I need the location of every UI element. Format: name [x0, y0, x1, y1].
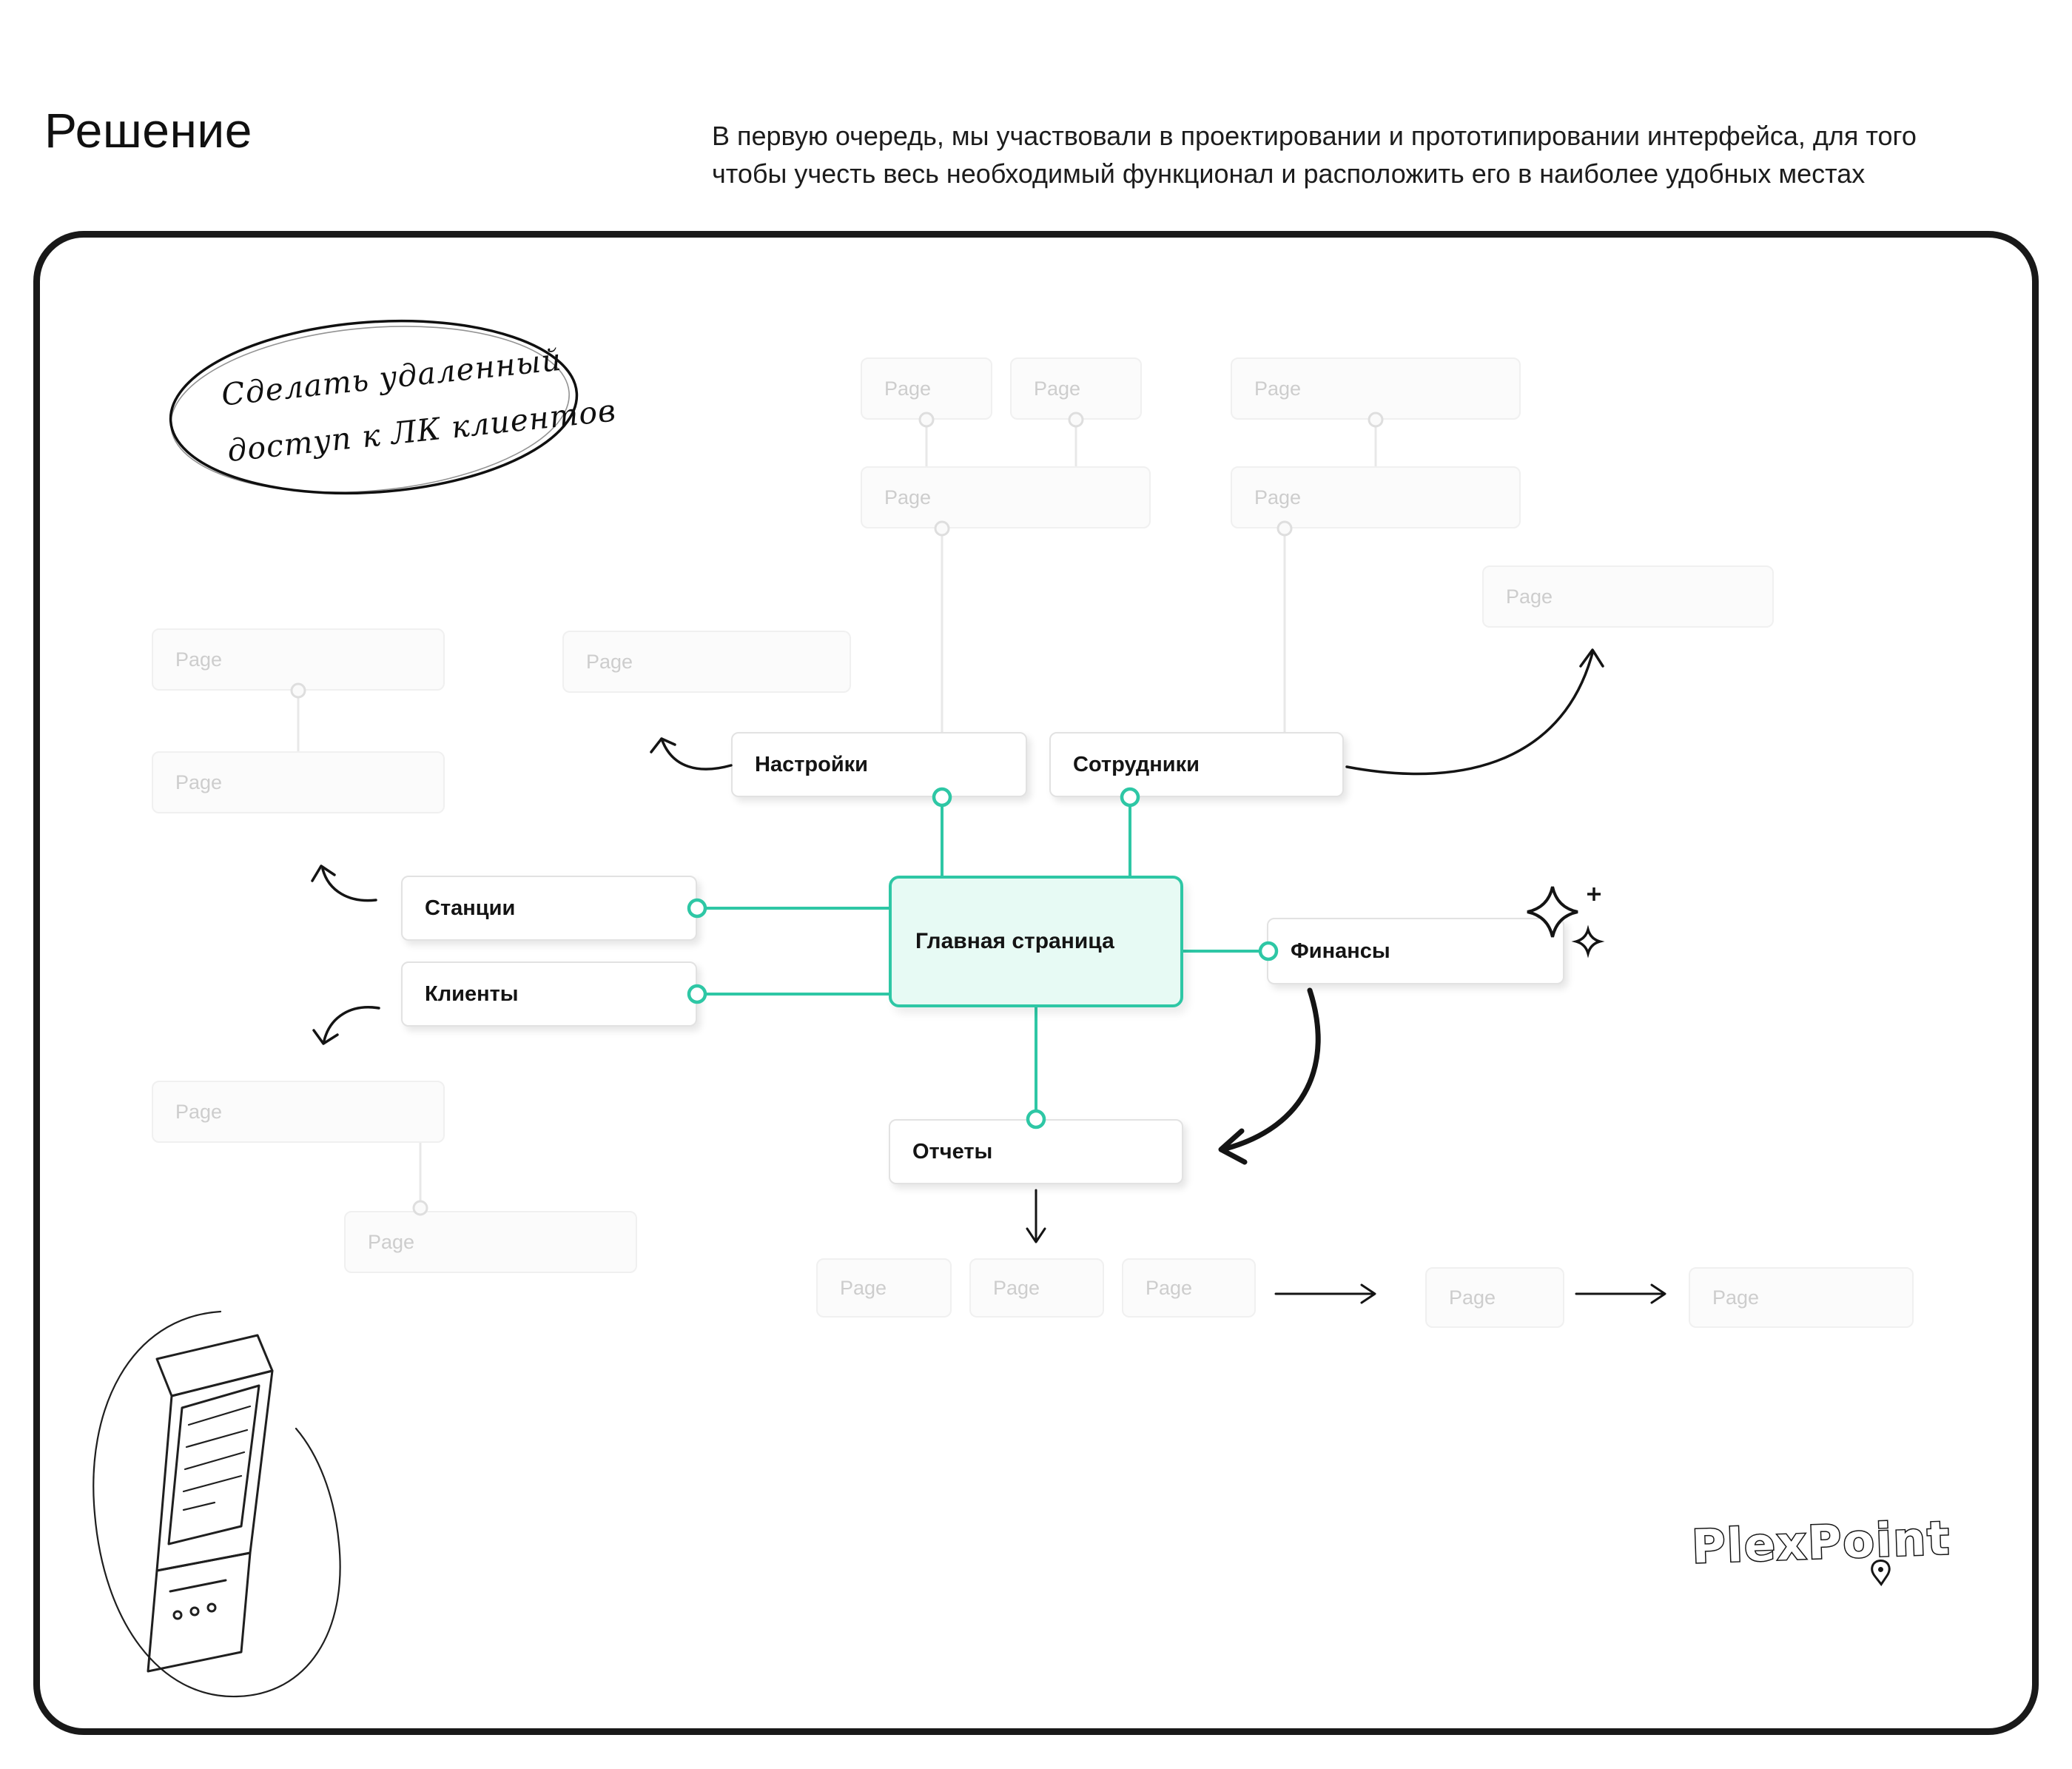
ghost-page-label: Page — [175, 771, 223, 793]
ghost-page-label: Page — [175, 1100, 223, 1123]
node-employees-label: Сотрудники — [1073, 752, 1200, 776]
node-main-page: Главная страница — [889, 876, 1183, 1007]
ghost-page-box: Page — [861, 466, 1151, 528]
ghost-page-box: Page — [1010, 358, 1142, 420]
ghost-page-box: Page — [1482, 565, 1774, 628]
ghost-page-box: Page — [1231, 466, 1521, 528]
node-settings: Настройки — [731, 732, 1027, 797]
description-line-1: В первую очередь, мы участвовали в проек… — [712, 121, 1917, 151]
ghost-page-label: Page — [586, 650, 633, 673]
ghost-page-label: Page — [175, 648, 223, 671]
ghost-page-box: Page — [1122, 1258, 1256, 1317]
ghost-page-label: Page — [884, 486, 932, 508]
node-reports-label: Отчеты — [912, 1139, 993, 1164]
node-employees: Сотрудники — [1049, 732, 1344, 797]
ghost-page-label: Page — [1254, 486, 1302, 508]
node-reports: Отчеты — [889, 1119, 1183, 1184]
ghost-page-label: Page — [1712, 1286, 1760, 1309]
ghost-page-box: Page — [1425, 1267, 1564, 1328]
node-clients: Клиенты — [401, 961, 697, 1027]
ghost-page-label: Page — [1146, 1276, 1193, 1299]
ghost-page-box: Page — [1231, 358, 1521, 420]
ghost-page-label: Page — [840, 1276, 887, 1299]
ghost-page-box: Page — [1689, 1267, 1914, 1328]
ghost-page-box: Page — [562, 631, 851, 693]
node-stations: Станции — [401, 876, 697, 941]
ghost-page-label: Page — [368, 1230, 415, 1253]
ghost-page-box: Page — [152, 751, 445, 813]
ghost-page-label: Page — [993, 1276, 1040, 1299]
ghost-page-box: Page — [969, 1258, 1104, 1317]
node-finances-label: Финансы — [1291, 939, 1390, 963]
page-description: В первую очередь, мы участвовали в проек… — [712, 117, 1917, 192]
ghost-page-label: Page — [1449, 1286, 1496, 1309]
ghost-page-label: Page — [1506, 585, 1553, 608]
ghost-page-box: Page — [152, 1081, 445, 1143]
ghost-page-label: Page — [1034, 377, 1081, 400]
node-main-page-label: Главная страница — [915, 929, 1114, 953]
ghost-page-box: Page — [861, 358, 992, 420]
node-settings-label: Настройки — [755, 752, 869, 776]
ghost-page-label: Page — [1254, 377, 1302, 400]
ghost-page-box: Page — [152, 628, 445, 691]
page-title: Решение — [44, 103, 253, 158]
description-line-2: чтобы учесть весь необходимый функционал… — [712, 158, 1866, 189]
node-stations-label: Станции — [425, 896, 516, 920]
ghost-page-box: Page — [344, 1211, 637, 1273]
ghost-page-box: Page — [816, 1258, 952, 1317]
ghost-page-label: Page — [884, 377, 932, 400]
node-clients-label: Клиенты — [425, 981, 519, 1006]
node-finances: Финансы — [1267, 918, 1564, 984]
